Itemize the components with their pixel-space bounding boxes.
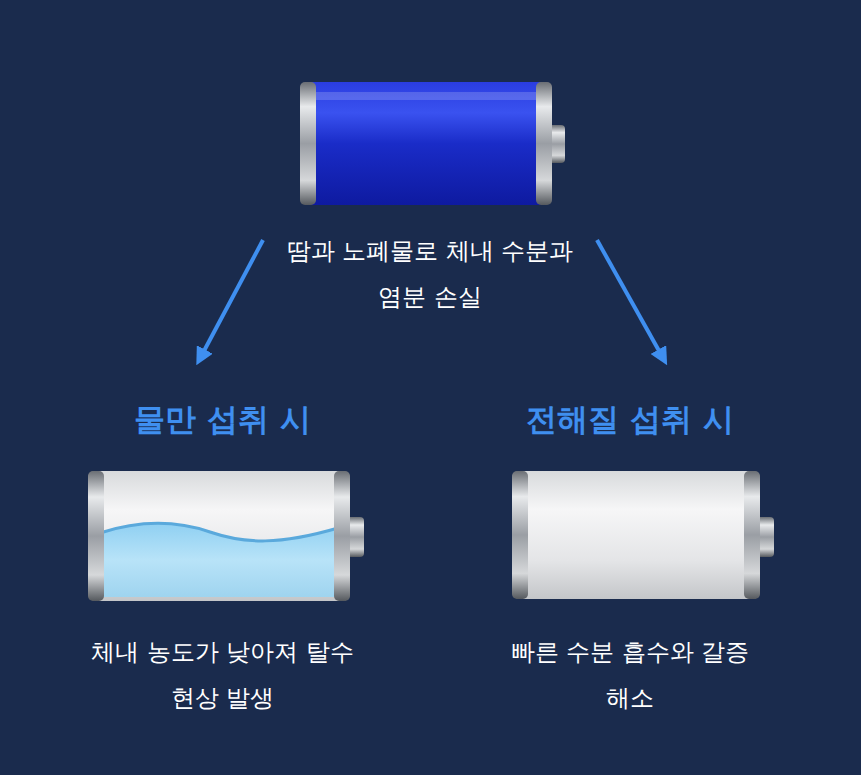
full-battery bbox=[300, 82, 565, 205]
description-text: 땀과 노폐물로 체내 수분과 염분 손실 bbox=[280, 228, 580, 320]
text-group: 물만 섭취 시체내 농도가 낮아져 탈수 현상 발생 bbox=[80, 395, 365, 721]
flow-arrow bbox=[597, 240, 664, 359]
electrolyte-battery bbox=[512, 471, 774, 599]
case-heading: 전해질 섭취 시 bbox=[490, 399, 770, 439]
flow-arrow bbox=[200, 240, 263, 359]
description-text: 빠른 수분 흡수와 갈증 해소 bbox=[510, 629, 750, 721]
half-water-battery bbox=[88, 471, 364, 601]
case-heading: 물만 섭취 시 bbox=[80, 399, 365, 439]
text-group: 땀과 노폐물로 체내 수분과 염분 손실 bbox=[265, 228, 595, 320]
description-text: 체내 농도가 낮아져 탈수 현상 발생 bbox=[88, 629, 358, 721]
text-group: 전해질 섭취 시빠른 수분 흡수와 갈증 해소 bbox=[490, 395, 770, 721]
